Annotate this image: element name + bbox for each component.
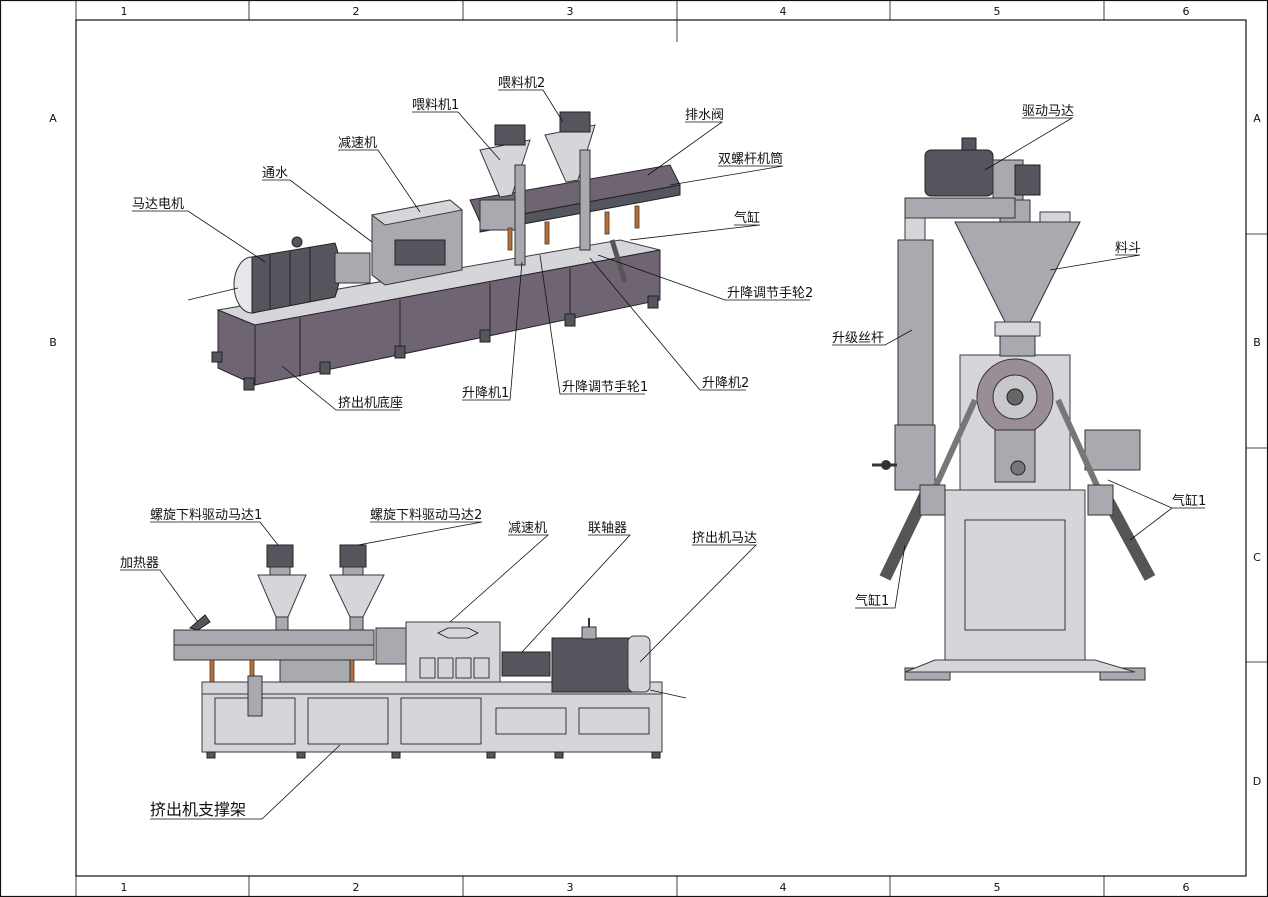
label-extruder-motor: 挤出机马达 — [692, 531, 757, 546]
side-drive-motor — [924, 149, 994, 197]
col-label-top-1: 1 — [121, 5, 128, 18]
label-lift2: 升降机2 — [702, 376, 749, 391]
label-handwheel1: 升降调节手轮1 — [562, 380, 648, 395]
label-cylinder1-left: 气缸1 — [855, 593, 889, 609]
row-label-right-a: A — [1253, 112, 1261, 125]
front-view — [173, 544, 663, 759]
row-label-right-b: B — [1253, 336, 1261, 349]
col-label-top-4: 4 — [780, 5, 787, 18]
col-label-top-6: 6 — [1183, 5, 1190, 18]
label-hopper: 料斗 — [1115, 241, 1141, 256]
label-support: 挤出机支撑架 — [150, 800, 246, 819]
side-cylinder-left — [879, 492, 931, 581]
label-reducer-top: 减速机 — [338, 136, 377, 151]
label-motor: 马达电机 — [132, 197, 184, 212]
label-drain-valve: 排水阀 — [685, 108, 724, 123]
front-callouts: 螺旋下料驱动马达1 螺旋下料驱动马达2 加热器 减速机 联轴器 挤出机马达 挤出… — [120, 508, 757, 820]
side-callouts: 驱动马达 料斗 升级丝杆 气缸1 气缸1 — [832, 104, 1206, 609]
row-label-left-b: B — [49, 336, 57, 349]
col-label-top-3: 3 — [567, 5, 574, 18]
label-cylinder-top: 气缸 — [734, 210, 760, 226]
label-water: 通水 — [262, 166, 288, 181]
col-label-bottom-3: 3 — [567, 881, 574, 894]
label-screw-motor1: 螺旋下料驱动马达1 — [150, 508, 262, 523]
isometric-view — [211, 111, 681, 391]
lift-column-1 — [514, 164, 526, 266]
col-label-top-5: 5 — [994, 5, 1001, 18]
label-lift1: 升降机1 — [462, 386, 509, 401]
label-handwheel2: 升降调节手轮2 — [727, 286, 813, 301]
label-coupling: 联轴器 — [588, 521, 627, 536]
front-hopper-2 — [329, 574, 385, 618]
coupling-front — [501, 651, 551, 677]
side-hopper — [954, 221, 1081, 323]
row-label-right-d: D — [1253, 775, 1261, 788]
label-reducer-front: 减速机 — [508, 521, 547, 536]
lift-column-2 — [579, 149, 591, 251]
front-hopper-1 — [257, 574, 307, 618]
extruder-base-side — [254, 249, 661, 386]
col-label-bottom-5: 5 — [994, 881, 1001, 894]
label-base: 挤出机底座 — [338, 395, 403, 411]
label-lead-screw: 升级丝杆 — [832, 331, 884, 346]
col-label-bottom-2: 2 — [353, 881, 360, 894]
col-label-bottom-1: 1 — [121, 881, 128, 894]
label-heater: 加热器 — [120, 556, 159, 571]
side-stand — [944, 489, 1086, 661]
isometric-callouts: 马达电机 通水 减速机 喂料机1 喂料机2 排水阀 双螺杆机筒 气缸 升降调节手… — [132, 76, 813, 411]
side-view — [872, 137, 1156, 681]
col-label-top-2: 2 — [353, 5, 360, 18]
label-barrel: 双螺杆机筒 — [718, 151, 783, 167]
row-label-left-a: A — [49, 112, 57, 125]
extruder-motor-front — [551, 637, 633, 693]
label-drive-motor: 驱动马达 — [1022, 104, 1074, 119]
support-frame — [201, 693, 663, 753]
side-lead-screw — [897, 239, 934, 426]
col-label-bottom-6: 6 — [1183, 881, 1190, 894]
row-label-right-c: C — [1253, 551, 1261, 564]
label-feeder2: 喂料机2 — [498, 76, 545, 91]
label-cylinder1-right: 气缸1 — [1172, 493, 1206, 509]
label-feeder1: 喂料机1 — [412, 98, 459, 113]
label-screw-motor2: 螺旋下料驱动马达2 — [370, 508, 482, 523]
col-label-bottom-4: 4 — [780, 881, 787, 894]
